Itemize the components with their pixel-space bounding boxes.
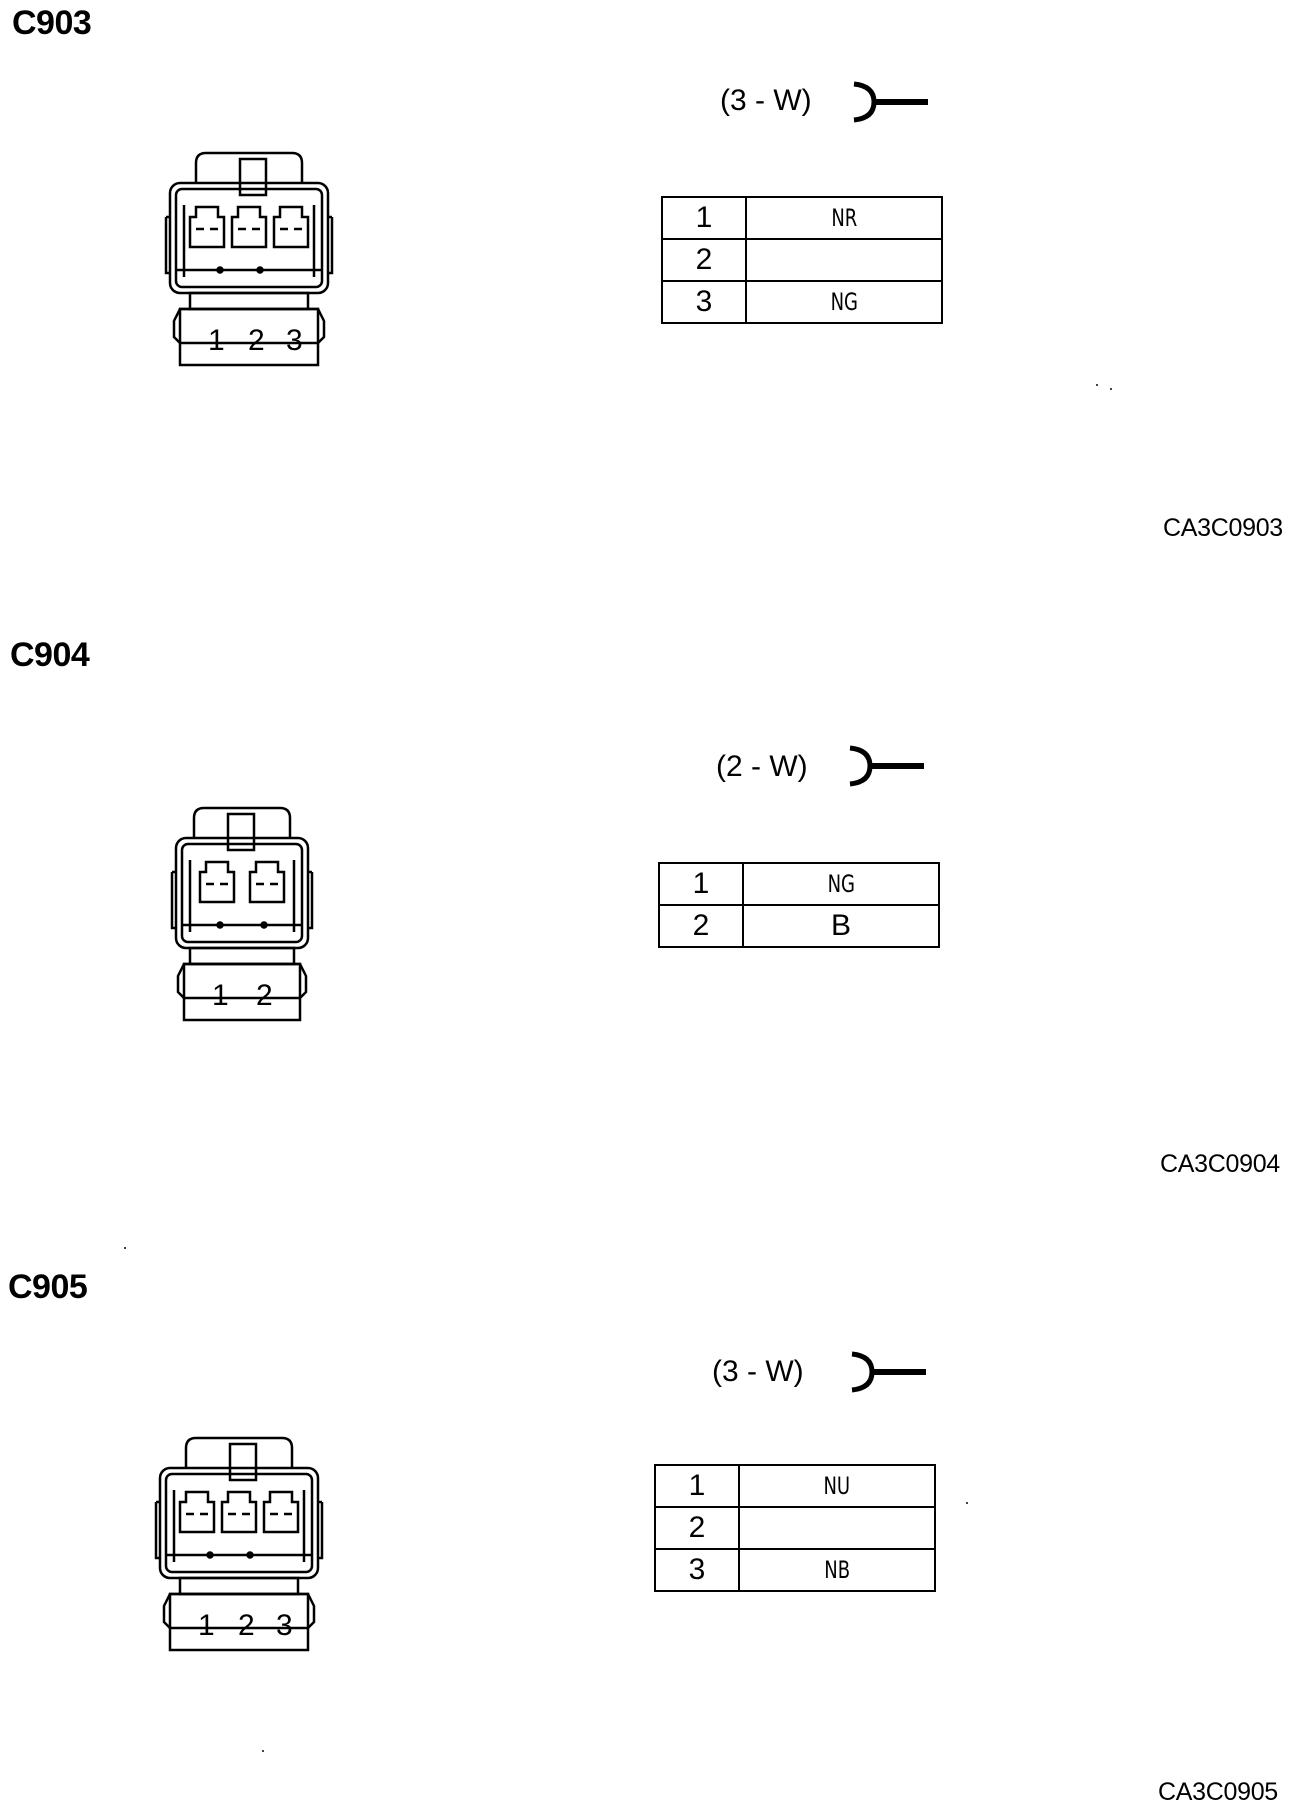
pin-label: 1 — [198, 1609, 215, 1642]
pin-table: 1 NR 2 3 NG — [661, 196, 943, 324]
wire-color — [745, 238, 943, 282]
wire-color-text: NB — [824, 1556, 850, 1584]
pin-table: 1 NU 2 3 NB — [654, 1464, 936, 1592]
pin-number: 3 — [654, 1548, 740, 1592]
scan-speck — [1096, 384, 1098, 386]
pin-label: 3 — [276, 1609, 293, 1642]
table-row: 2 — [654, 1506, 936, 1550]
connector-3pin-icon: 1 2 3 — [164, 151, 334, 367]
connector-spec: (3 - W) — [712, 1355, 804, 1388]
wire-color-text: NR — [831, 204, 857, 232]
connector-spec: (2 - W) — [716, 750, 808, 783]
plug-connector-icon — [851, 1351, 926, 1393]
table-row: 1 NU — [654, 1464, 936, 1508]
connector-spec: (3 - W) — [720, 84, 812, 117]
table-row: 3 NG — [661, 280, 943, 324]
scan-speck — [262, 1750, 264, 1752]
connector-3pin-icon: 1 2 3 — [154, 1436, 324, 1652]
connector-title: C904 — [10, 636, 90, 674]
pin-number: 1 — [661, 196, 747, 240]
pin-label: 1 — [208, 324, 225, 357]
pin-label: 2 — [238, 1609, 255, 1642]
wire-color-text: NG — [827, 870, 855, 898]
connector-title: C905 — [8, 1268, 88, 1306]
wire-color-text: B — [830, 909, 851, 942]
wire-color-text: NG — [830, 288, 858, 316]
table-row: 2 B — [658, 904, 940, 948]
wire-color: NU — [738, 1464, 936, 1508]
table-row: 1 NG — [658, 862, 940, 906]
plug-connector-icon — [853, 81, 928, 123]
reference-code: CA3C0905 — [1158, 1778, 1278, 1806]
connector-title: C903 — [12, 4, 92, 42]
pin-number: 3 — [661, 280, 747, 324]
pin-label: 2 — [256, 979, 273, 1012]
wire-color: NG — [745, 280, 943, 324]
pin-table: 1 NG 2 B — [658, 862, 940, 948]
pin-label: 1 — [212, 979, 229, 1012]
scan-speck — [1110, 388, 1112, 390]
table-row: 3 NB — [654, 1548, 936, 1592]
connector-section-c903: C903 — [0, 0, 1312, 600]
wire-color: NB — [738, 1548, 936, 1592]
connector-section-c904: C904 1 2 (2 - W) — [0, 0, 1312, 1178]
reference-code: CA3C0903 — [1163, 514, 1283, 542]
plug-connector-icon — [849, 745, 924, 787]
wire-color-text: NU — [823, 1472, 851, 1500]
pin-label: 2 — [248, 324, 265, 357]
wire-color — [738, 1506, 936, 1550]
table-row: 1 NR — [661, 196, 943, 240]
wire-color: B — [742, 904, 940, 948]
pin-number: 2 — [661, 238, 747, 282]
scan-speck — [966, 1502, 968, 1504]
pin-number: 2 — [658, 904, 744, 948]
wire-color: NR — [745, 196, 943, 240]
pin-number: 2 — [654, 1506, 740, 1550]
pin-number: 1 — [654, 1464, 740, 1508]
scan-speck — [124, 1247, 126, 1249]
pin-number: 1 — [658, 862, 744, 906]
reference-code: CA3C0904 — [1160, 1150, 1280, 1178]
connector-2pin-icon: 1 2 — [170, 806, 314, 1022]
wire-color: NG — [742, 862, 940, 906]
table-row: 2 — [661, 238, 943, 282]
pin-label: 3 — [286, 324, 303, 357]
